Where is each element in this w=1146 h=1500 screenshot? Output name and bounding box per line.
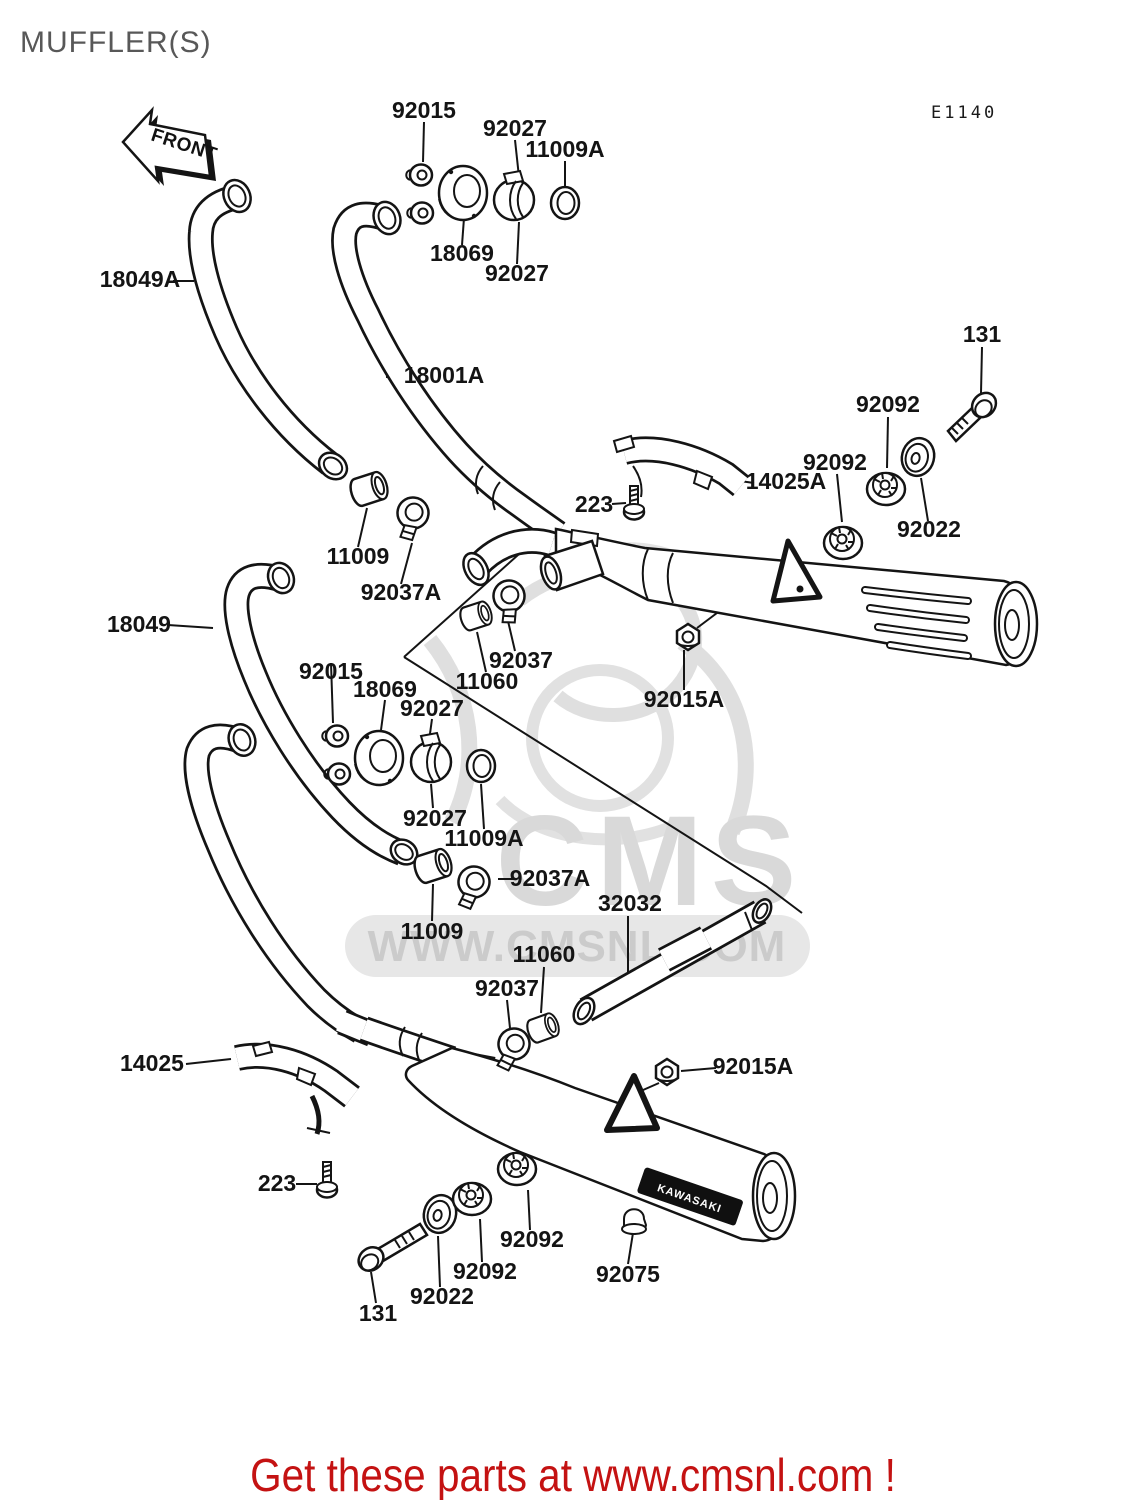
part-label-14025: 14025 [120,1050,184,1076]
heat-shield-14025 [234,1040,360,1135]
part-label-92092-2: 92092 [803,449,867,475]
heat-shield-14025a [612,434,750,498]
part-label-92015A-2: 92015A [713,1053,794,1079]
part-label-11009A-2: 11009A [444,825,523,851]
part-label-11060-2: 11060 [513,941,576,967]
hanger-bracket-lower [604,1073,660,1133]
muffler-upper [462,527,1039,668]
part-label-18049: 18049 [107,611,171,637]
part-label-92092-3: 92092 [453,1258,517,1284]
part-label-92027-2: 92027 [485,260,549,286]
part-label-32032: 32032 [598,890,662,916]
part-label-18049A: 18049A [100,266,181,292]
page-title: MUFFLER(S) [20,26,212,59]
part-label-92027-1: 92027 [483,115,547,141]
hanger-bracket-upper [770,538,823,604]
part-label-11009A-1: 11009A [525,136,604,162]
mount-hardware-upper [622,391,998,561]
bolt-131-upper [946,391,998,443]
muffler-lower: KAWASAKI [359,1016,797,1243]
part-label-92015-1: 92015 [392,97,456,123]
part-label-92092-1: 92092 [856,391,920,417]
screw-223-lower [315,1161,339,1199]
grommet-92075 [621,1208,648,1235]
part-label-92037A-2: 92037A [510,865,591,891]
part-label-11060-1: 11060 [456,668,519,694]
part-label-18069-2: 18069 [353,676,417,702]
part-label-92022-1: 92022 [897,516,961,542]
leader-lines [167,121,983,1304]
part-label-131-1: 131 [963,321,1002,347]
part-label-92027-3: 92027 [400,695,464,721]
pipe-18049 [223,561,419,866]
fitting-cluster-upper [405,163,581,225]
part-label-92075: 92075 [596,1261,660,1287]
part-number-labels: 920159202711009A180699202718049A18001A13… [100,97,1002,1326]
part-label-11009-1: 11009 [327,543,390,569]
diagram-code: E1140 [931,103,998,123]
part-label-92092-4: 92092 [500,1226,564,1252]
part-label-223-1: 223 [575,491,613,517]
pipe-32032 [572,898,773,1026]
pipe-18049a [187,178,349,481]
part-label-223-2: 223 [258,1170,296,1196]
part-label-92037-2: 92037 [475,975,539,1001]
part-label-92037-1: 92037 [489,647,553,673]
screw-223-upper [622,485,646,521]
part-label-14025A: 14025A [746,468,827,494]
bolt-131-lower [357,1222,429,1272]
footer-promo-text[interactable]: Get these parts at www.cmsnl.com ! [250,1449,896,1500]
part-label-92027-4: 92027 [403,805,467,831]
part-label-92015-2: 92015 [299,658,363,684]
part-label-11009-2: 11009 [401,918,464,944]
pipe-18001a [331,200,566,544]
part-label-131-2: 131 [359,1300,398,1326]
part-label-92015A-1: 92015A [644,686,725,712]
mount-hardware-lower [315,1151,538,1272]
part-label-18069-1: 18069 [430,240,494,266]
part-label-92022-2: 92022 [410,1283,474,1309]
front-arrow: FRONT [121,106,220,186]
part-label-92037A-1: 92037A [361,579,442,605]
part-label-18001A: 18001A [404,362,485,388]
